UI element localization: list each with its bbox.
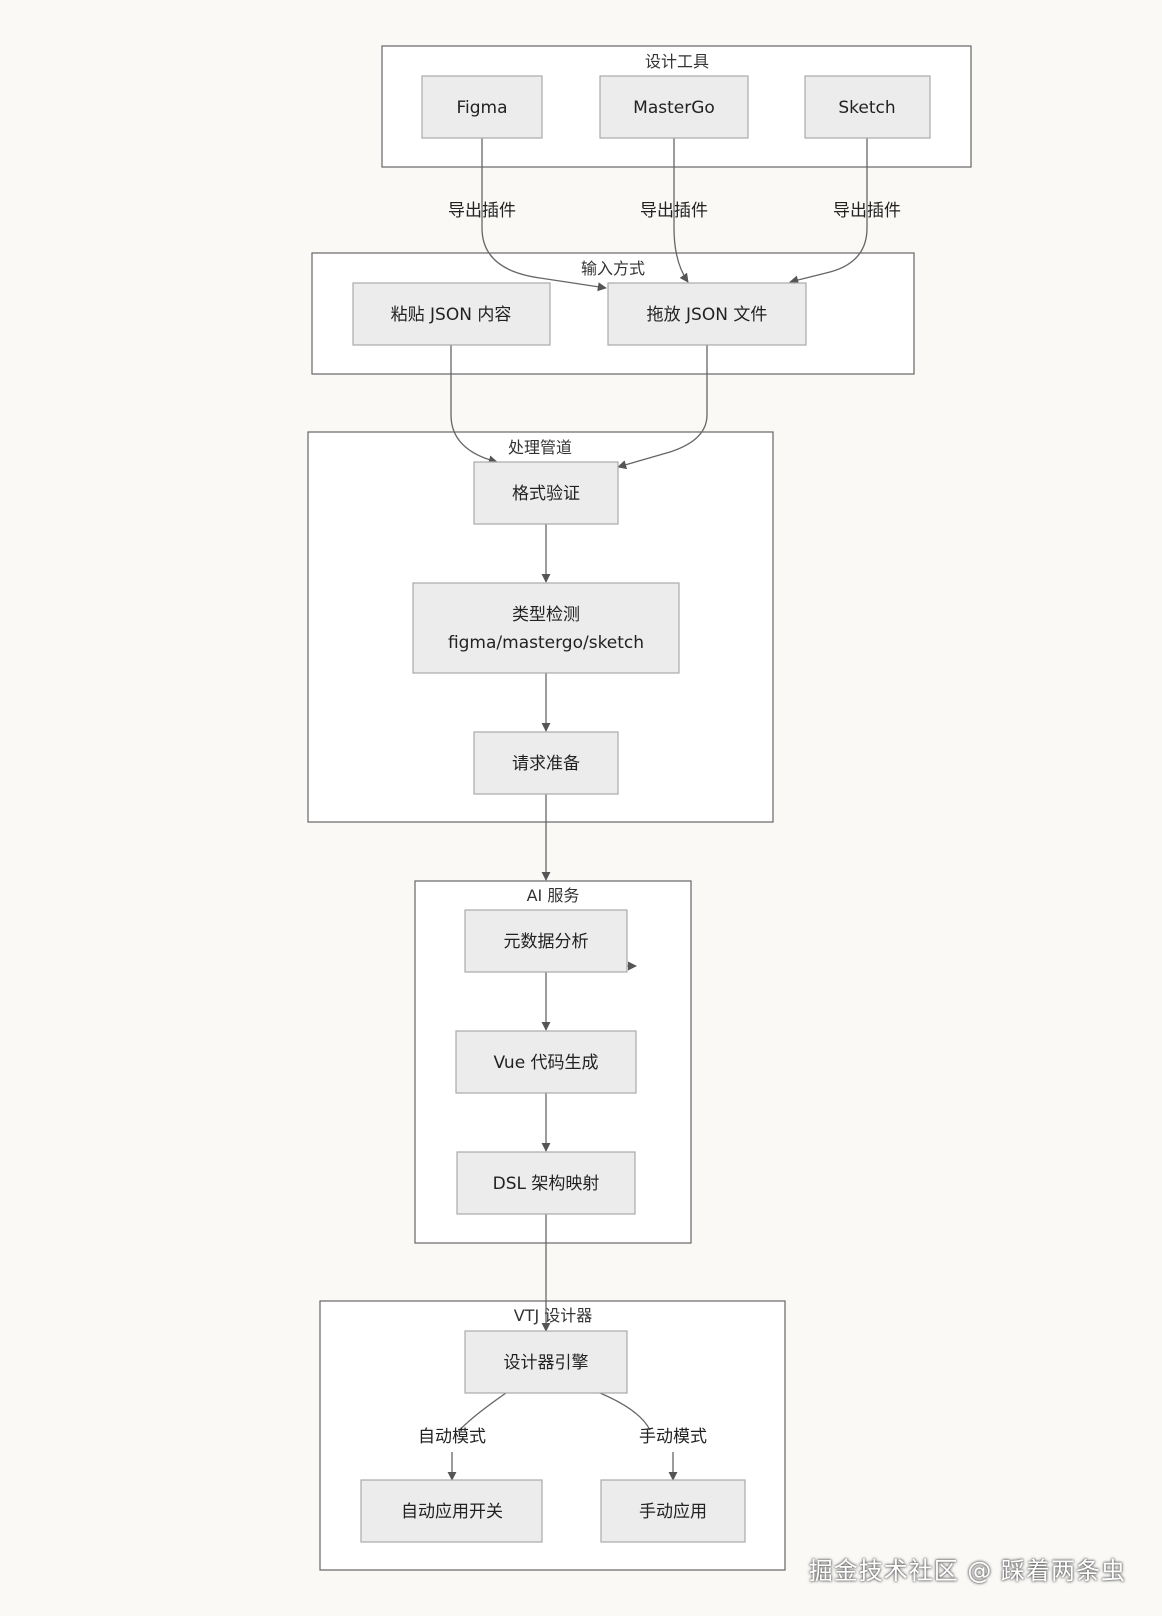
edge-engine-manual [599, 1392, 651, 1431]
node-metadata [464, 909, 628, 973]
node-format-check-label: 格式验证 [512, 484, 580, 504]
group-label-ai-service: AI 服务 [527, 886, 580, 905]
node-drop-json-label: 拖放 JSON 文件 [647, 305, 768, 325]
edge-sketch-drop [789, 138, 868, 285]
group-label-pipeline: 处理管道 [508, 438, 572, 457]
node-metadata-label: 元数据分析 [504, 932, 589, 952]
node-drop-json [607, 282, 807, 346]
node-dsl-map [456, 1151, 636, 1215]
node-paste-json-label: 粘贴 JSON 内容 [391, 305, 512, 325]
edge-label-export-3: 导出插件 [833, 201, 901, 221]
node-auto-apply-label: 自动应用开关 [401, 1502, 503, 1522]
edge-label-auto-mode: 自动模式 [418, 1427, 486, 1447]
node-type-detect [412, 582, 680, 674]
node-manual-apply-label: 手动应用 [639, 1502, 707, 1522]
node-engine [464, 1330, 628, 1394]
group-label-vtj-designer: VTJ 设计器 [514, 1306, 593, 1325]
node-figma-label: Figma [456, 98, 507, 118]
node-paste-json [352, 282, 551, 346]
edge-label-export-1: 导出插件 [448, 201, 516, 221]
node-engine-label: 设计器引擎 [504, 1353, 589, 1373]
node-mastergo-label: MasterGo [633, 98, 715, 118]
node-figma [421, 75, 543, 139]
edge-drop-check [617, 345, 708, 470]
node-type-detect-label-1: 类型检测 [512, 605, 580, 625]
group-label-design-tools: 设计工具 [645, 52, 709, 71]
node-dsl-map-label: DSL 架构映射 [493, 1174, 600, 1194]
edge-mastergo-drop [673, 138, 689, 283]
watermark: 掘金技术社区 @ 踩着两条虫 [808, 1557, 1126, 1585]
node-mastergo [599, 75, 749, 139]
edge-label-export-2: 导出插件 [640, 201, 708, 221]
edge-label-manual-mode: 手动模式 [639, 1427, 707, 1447]
node-type-detect-label-2: figma/mastergo/sketch [448, 633, 644, 653]
node-sketch-label: Sketch [838, 98, 895, 118]
node-format-check [473, 461, 619, 525]
edge-paste-check [450, 345, 498, 465]
edge-figma-drop [481, 138, 607, 292]
node-vue-gen-label: Vue 代码生成 [493, 1053, 598, 1073]
node-sketch [804, 75, 931, 139]
edge-engine-auto [457, 1392, 507, 1433]
node-auto-apply [360, 1479, 543, 1543]
node-request-prep-label: 请求准备 [512, 754, 580, 774]
node-manual-apply [600, 1479, 746, 1543]
node-request-prep [473, 731, 619, 795]
group-label-input-methods: 输入方式 [581, 259, 645, 278]
node-vue-gen [455, 1030, 637, 1094]
